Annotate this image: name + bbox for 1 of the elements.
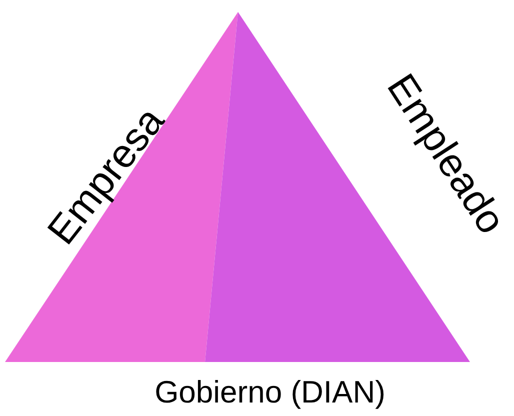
side-label: Gobierno (DIAN): [154, 376, 386, 408]
